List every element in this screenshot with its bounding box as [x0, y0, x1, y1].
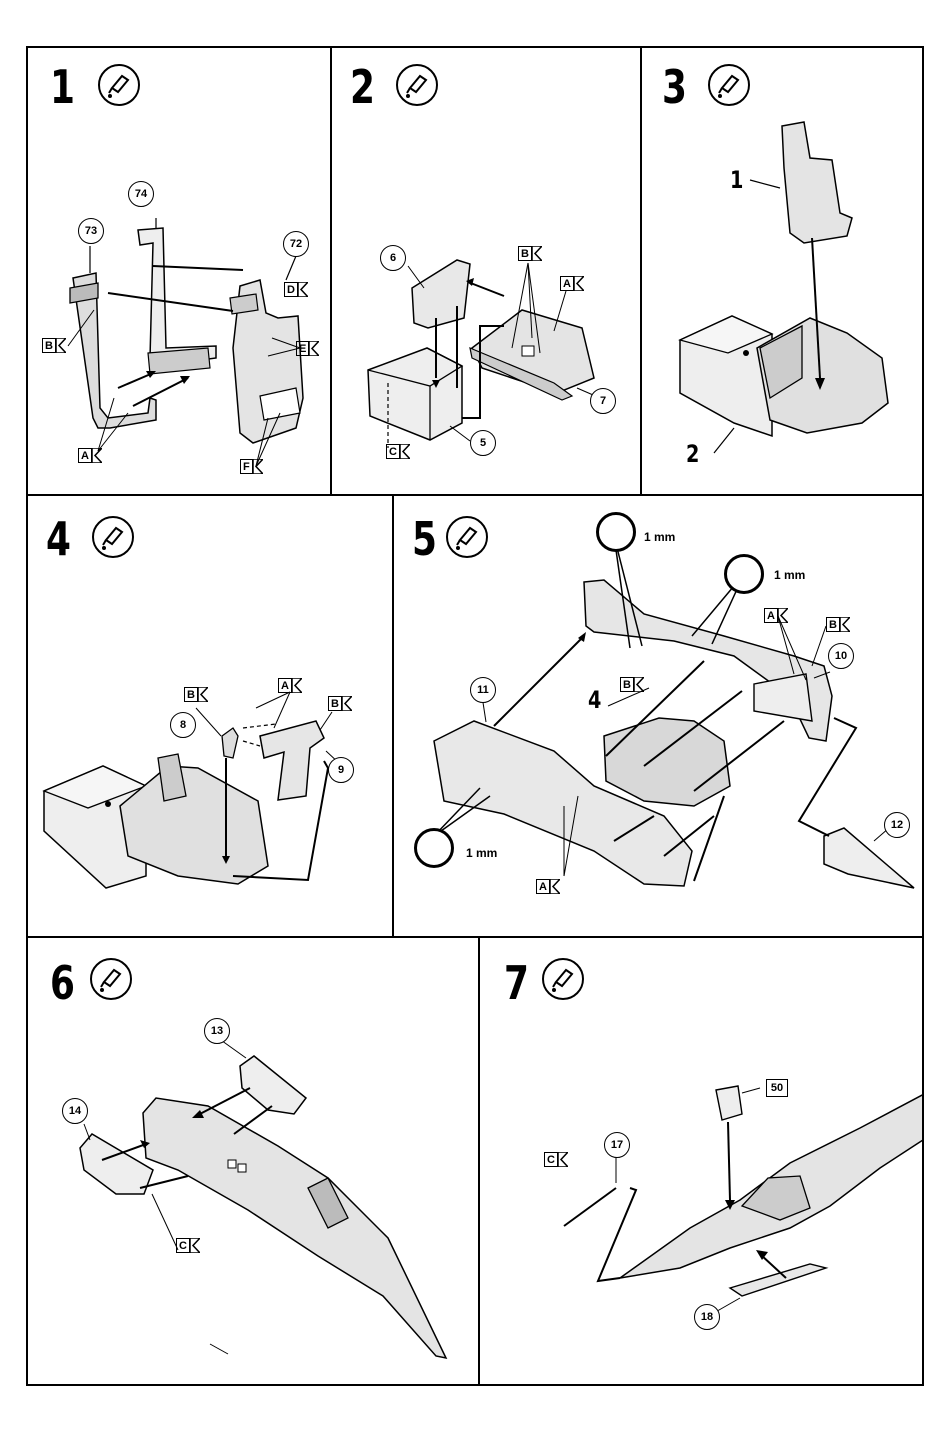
- step-3-drawing: [642, 48, 924, 496]
- flag-a: A: [78, 448, 102, 463]
- flag-b: B: [620, 677, 644, 692]
- flag-a: A: [764, 608, 788, 623]
- step-2-drawing: [332, 48, 642, 496]
- drill-icon: [724, 554, 764, 594]
- drill-size-label: 1 mm: [466, 846, 497, 860]
- flag-b: B: [42, 338, 66, 353]
- part-number-72: 72: [283, 231, 309, 257]
- step-6-panel: 6 13 14 C: [26, 936, 480, 1386]
- step-5-drawing: [394, 496, 924, 938]
- part-number-8: 8: [170, 712, 196, 738]
- flag-c: C: [544, 1152, 568, 1167]
- step-1-drawing: [28, 48, 332, 496]
- flag-f: F: [240, 459, 263, 474]
- part-number-11: 11: [470, 677, 496, 703]
- part-number-18: 18: [694, 1304, 720, 1330]
- flag-c: C: [386, 444, 410, 459]
- flag-d: D: [284, 282, 308, 297]
- flag-e: E: [296, 341, 319, 356]
- flag-b: B: [518, 246, 542, 261]
- callout-1: 1: [730, 166, 743, 194]
- flag-b: B: [328, 696, 352, 711]
- part-number-9: 9: [328, 757, 354, 783]
- step-4-panel: 4 8 9 B A B: [26, 494, 394, 938]
- step-7-panel: 7 50 17 18 C: [478, 936, 924, 1386]
- part-number-14: 14: [62, 1098, 88, 1124]
- flag-b: B: [184, 687, 208, 702]
- step-1-panel: 1 74 73 72 D B E A F: [26, 46, 332, 496]
- part-number-13: 13: [204, 1018, 230, 1044]
- flag-a: A: [560, 276, 584, 291]
- flag-b: B: [826, 617, 850, 632]
- step-4-drawing: [28, 496, 394, 938]
- step-2-panel: 2 6 7 5 B A C: [330, 46, 642, 496]
- drill-size-label: 1 mm: [774, 568, 805, 582]
- step-3-panel: 3 1 2: [640, 46, 924, 496]
- step-6-drawing: [28, 938, 480, 1386]
- part-number-7: 7: [590, 388, 616, 414]
- flag-a: A: [536, 879, 560, 894]
- flag-c: C: [176, 1238, 200, 1253]
- drill-size-label: 1 mm: [644, 530, 675, 544]
- drill-icon: [414, 828, 454, 868]
- part-number-5: 5: [470, 430, 496, 456]
- step-5-panel: 5: [392, 494, 924, 938]
- part-number-17: 17: [604, 1132, 630, 1158]
- part-number-50: 50: [766, 1079, 788, 1097]
- callout-2: 2: [686, 440, 699, 468]
- flag-a: A: [278, 678, 302, 693]
- part-number-73: 73: [78, 218, 104, 244]
- part-number-10: 10: [828, 643, 854, 669]
- drill-icon: [596, 512, 636, 552]
- part-number-74: 74: [128, 181, 154, 207]
- part-number-6: 6: [380, 245, 406, 271]
- callout-4: 4: [588, 686, 601, 714]
- part-number-12: 12: [884, 812, 910, 838]
